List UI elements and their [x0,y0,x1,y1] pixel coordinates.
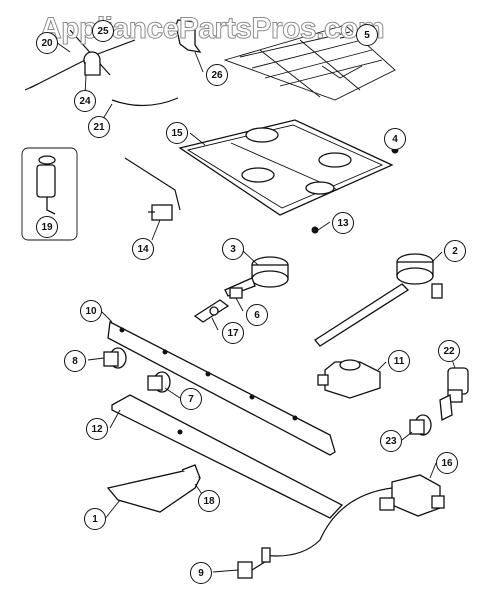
callout-23: 23 [380,430,402,452]
part-26-bracket [175,19,202,53]
callout-13: 13 [332,212,354,234]
leader-lines [55,34,456,573]
part-10-manifold-bar [107,320,336,456]
part-22-valve [439,367,469,422]
part-7-knob [147,371,171,393]
callout-26: 26 [206,64,228,86]
part-6-orifice [229,287,243,299]
part-9-thermocouple [237,547,271,579]
callout-8: 8 [64,350,86,372]
callout-5: 5 [356,24,378,46]
callout-3: 3 [222,238,244,260]
part-11-regulator [317,359,381,399]
part-5-grate [223,24,396,101]
callout-14: 14 [132,238,154,260]
callout-12: 12 [86,418,108,440]
callout-7: 7 [180,388,202,410]
part-3-burner [224,256,289,297]
callout-17: 17 [222,322,244,344]
callout-4: 4 [384,128,406,150]
callout-9: 9 [190,562,212,584]
part-2-burner-tube [314,253,443,347]
part-23-knob [409,414,432,436]
callout-16: 16 [436,452,458,474]
part-14-igniter [124,157,181,221]
callout-22: 22 [438,340,460,362]
callout-1: 1 [84,508,106,530]
part-20-grate-spider [24,29,136,91]
part-19-spark-module [36,155,56,215]
callout-10: 10 [80,300,102,322]
callout-19: 19 [36,216,58,238]
part-16-gas-valve [261,474,445,557]
callout-25: 25 [92,20,114,42]
callout-11: 11 [388,350,410,372]
callout-20: 20 [36,32,58,54]
callout-2: 2 [444,240,466,262]
callout-15: 15 [166,122,188,144]
part-12-lower-bracket [111,394,344,519]
part-17-spud [193,299,230,323]
callout-21: 21 [88,116,110,138]
callout-18: 18 [198,490,220,512]
part-13-screw [311,226,319,234]
part-18-bracket-arm [106,464,201,513]
part-8-knob [103,347,127,369]
callout-24: 24 [74,90,96,112]
inset-frame [21,147,78,241]
callout-6: 6 [246,304,268,326]
part-21-wire-clip [111,97,179,107]
part-15-cooktop-panel [178,119,394,216]
